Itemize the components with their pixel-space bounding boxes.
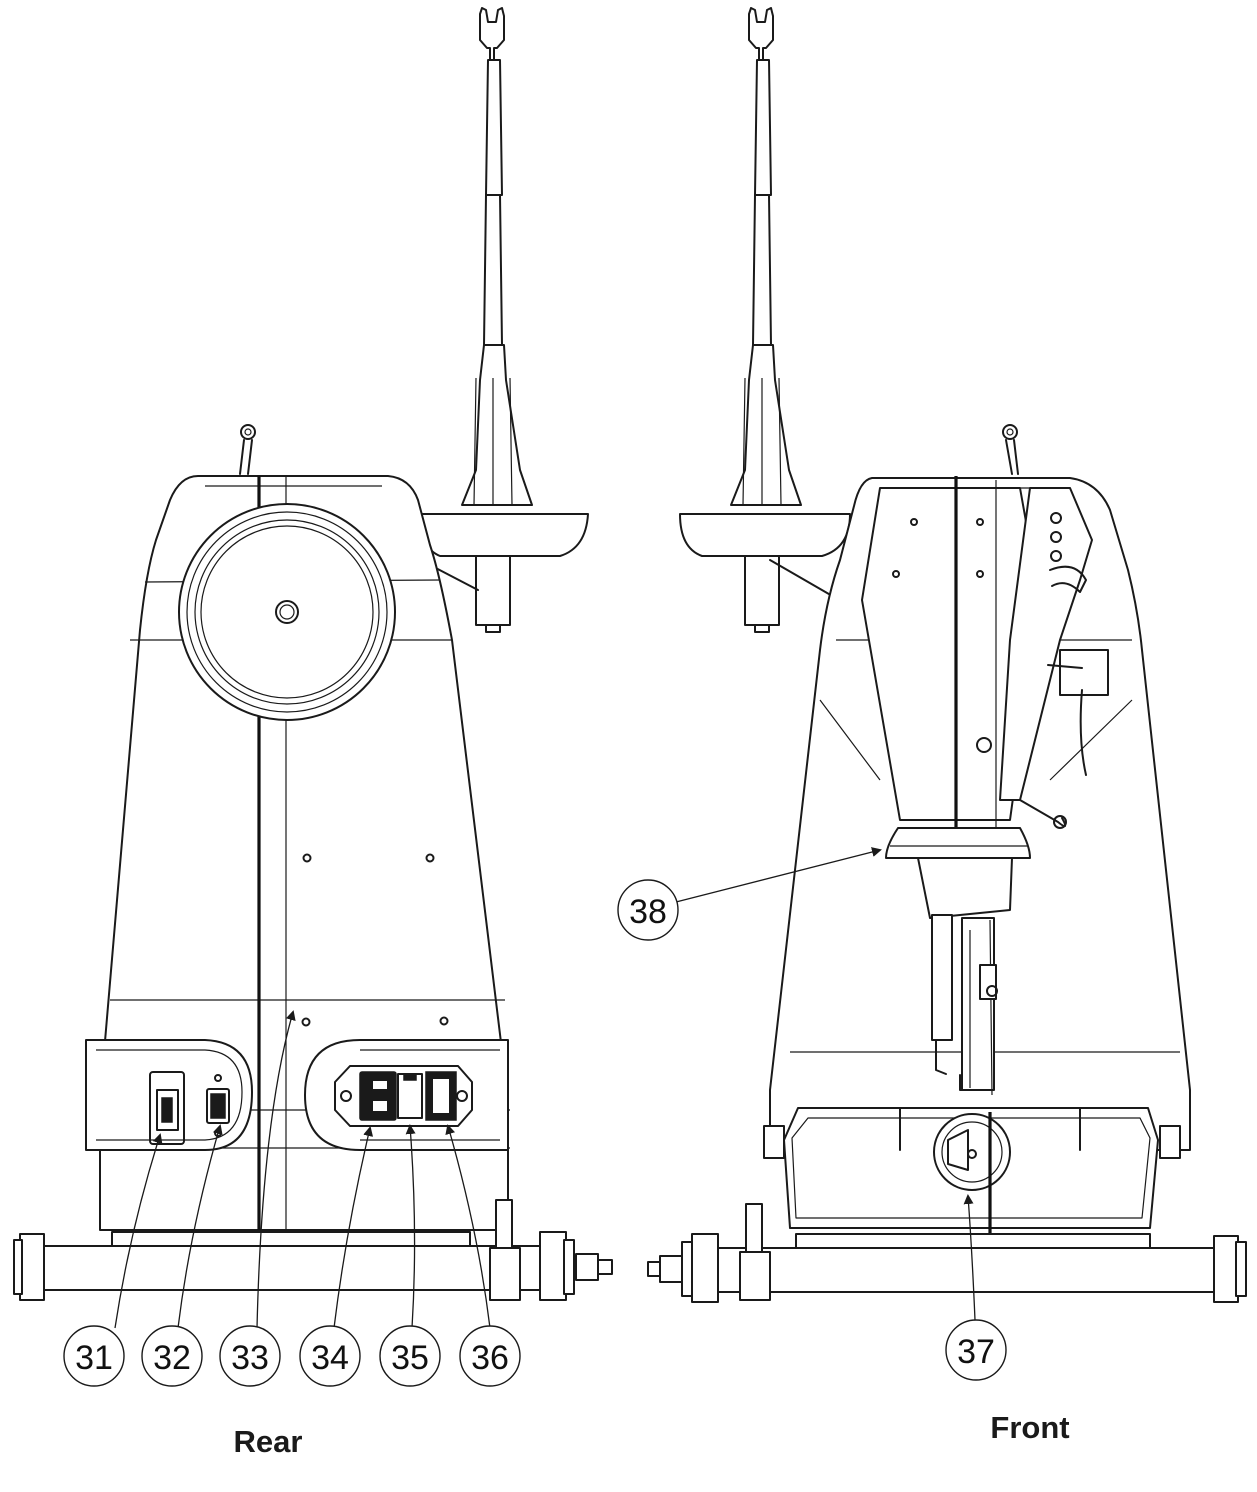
callout-32: 32 — [141, 1325, 203, 1387]
front-top-thread-guide — [1002, 424, 1019, 475]
callout-35-label: 35 — [391, 1339, 429, 1377]
rear-top-thread-guide — [239, 424, 256, 475]
front-callout-leaders — [675, 847, 976, 1321]
callout-33: 33 — [219, 1325, 281, 1387]
rear-callout-leaders — [114, 1010, 491, 1329]
callout-33-label: 33 — [231, 1339, 269, 1377]
front-thread-stand — [679, 7, 861, 633]
callout-31-label: 31 — [75, 1339, 113, 1377]
front-view-caption: Front — [990, 1410, 1069, 1445]
callout-37: 37 — [945, 1319, 1007, 1381]
callout-38-label: 38 — [629, 893, 667, 931]
rear-machine-body — [85, 475, 510, 1232]
callout-35: 35 — [379, 1325, 441, 1387]
front-view: 37 38 Front — [617, 7, 1247, 1445]
rear-view: 31 32 33 34 35 36 Rear — [13, 7, 613, 1459]
front-base — [647, 1203, 1247, 1303]
callout-38: 38 — [617, 879, 679, 941]
rear-view-caption: Rear — [234, 1424, 303, 1459]
callout-34: 34 — [299, 1325, 361, 1387]
rear-thread-stand — [409, 7, 589, 633]
callout-37-label: 37 — [957, 1333, 995, 1371]
callout-36: 36 — [459, 1325, 521, 1387]
rear-base — [13, 1199, 613, 1301]
front-machine-frame — [763, 476, 1191, 1236]
callout-32-label: 32 — [153, 1339, 191, 1377]
callout-36-label: 36 — [471, 1339, 509, 1377]
callout-31: 31 — [63, 1325, 125, 1387]
callout-34-label: 34 — [311, 1339, 349, 1377]
